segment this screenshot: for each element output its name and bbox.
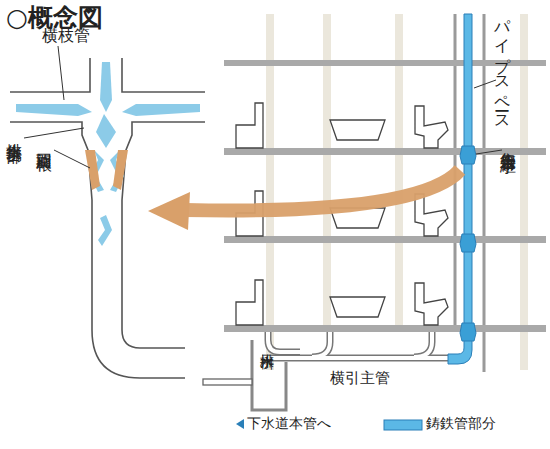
- zoom-arrow: [148, 170, 460, 230]
- leader-lines: [24, 46, 502, 168]
- drain-pipes-fill: [262, 332, 450, 358]
- water-flow: [16, 62, 200, 246]
- floor-fixtures: [236, 103, 448, 148]
- part-label: 旋回羽根: [36, 140, 52, 144]
- floor-fixtures: [236, 280, 448, 325]
- part-label: 排水桝: [260, 343, 274, 346]
- swirl-vanes: [85, 150, 128, 190]
- part-label: 横引主管: [330, 370, 390, 387]
- detail-pipe: [10, 58, 205, 378]
- drain-pipes-outline: [262, 332, 448, 358]
- part-label: 集合管用継手: [500, 140, 516, 146]
- part-label: 下水道本管へ: [247, 416, 331, 431]
- sewer-outlet-pipe: [203, 379, 252, 385]
- part-label: 横枝管: [42, 27, 90, 45]
- legend-text: 鋳鉄管部分: [426, 416, 496, 431]
- catch-basin: [252, 340, 286, 410]
- part-label: 排水集合部: [6, 130, 22, 135]
- legend-swatch: [384, 420, 422, 430]
- direction-marker: [236, 419, 244, 429]
- part-label: パイプスペース: [494, 8, 510, 123]
- cast-iron-stack: [448, 14, 476, 364]
